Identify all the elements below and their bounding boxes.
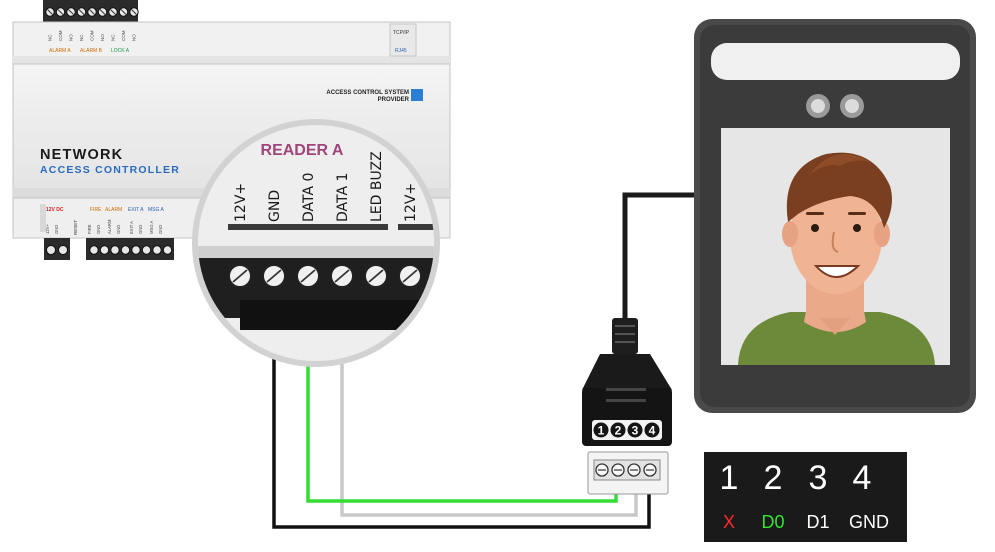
legend-number: 4 <box>853 459 872 497</box>
legend-label: D1 <box>806 512 829 532</box>
bottom-terminal-label: 12V+ <box>45 224 50 234</box>
top-terminal-label: COM <box>90 30 95 41</box>
reader-a-zoom: READER A 12V+ GND DATA 0 DATA 1 LED BUZZ 12V+ <box>192 119 440 367</box>
legend-label: GND <box>849 512 889 532</box>
bottom-terminal-label: GND <box>54 225 59 234</box>
reader-pin-label: GND <box>267 190 283 222</box>
connector-pin <box>644 422 660 438</box>
reader-top-bar <box>711 43 960 80</box>
alarm-b-label: ALARM B <box>80 48 103 54</box>
terminal-screw <box>99 245 110 255</box>
terminal-screw <box>162 245 173 255</box>
bottom-terminal-label: MSG A <box>149 221 154 234</box>
top-terminal-label: NC <box>79 34 84 41</box>
connector-pin-label: 1 <box>598 424 605 438</box>
legend-number: 2 <box>764 459 783 497</box>
bottom-terminal-label: FIRE <box>87 224 92 234</box>
bottom-terminal-label: ALARM <box>107 219 112 234</box>
top-terminal-label: NO <box>69 34 74 41</box>
terminal-screw <box>131 245 141 255</box>
terminal-screw <box>152 245 162 255</box>
legend-number: 3 <box>809 459 828 497</box>
provider-logo <box>411 89 423 101</box>
reader-pin-label: LED BUZZ <box>369 151 385 222</box>
top-terminal-label: COM <box>121 30 126 41</box>
connector-pin-label: 4 <box>649 424 656 438</box>
alarm-label: ALARM <box>105 207 122 213</box>
face-reader-device <box>694 19 976 413</box>
legend-label: D0 <box>761 512 784 532</box>
data1-wire <box>340 276 638 517</box>
top-terminal-label: NC <box>111 34 116 41</box>
gnd-wire <box>272 276 651 529</box>
person-avatar <box>738 152 935 365</box>
lock-a-label: LOCK A <box>111 48 130 54</box>
terminal-screw <box>141 245 152 255</box>
connector-pin <box>593 422 609 438</box>
terminal-screw <box>110 245 120 255</box>
connector-pin-label: 2 <box>615 424 622 438</box>
top-terminal-label: NO <box>100 34 105 41</box>
reset-label: RESET <box>73 220 78 235</box>
dc-label: 12V DC <box>46 207 64 213</box>
reader-pin-label: 12V+ <box>403 183 419 222</box>
rj45-label: RJ45 <box>395 48 407 54</box>
connector-pin-label: 3 <box>632 424 639 438</box>
bottom-terminal-label: GND <box>138 225 143 234</box>
fire-label: FIRE <box>90 207 102 213</box>
reader-pin-label: 12V+ <box>233 183 249 222</box>
reader-pin-label: DATA 1 <box>335 173 351 222</box>
bottom-terminal-label: GND <box>116 225 121 234</box>
top-terminal-label: COM <box>58 30 63 41</box>
legend-number: 1 <box>720 459 739 497</box>
connector-pin <box>610 422 626 438</box>
alarm-a-label: ALARM A <box>49 48 71 54</box>
bottom-terminal-block-power <box>44 238 70 260</box>
bottom-terminal-label: EXIT A <box>129 221 134 234</box>
top-terminal-label: NC <box>48 34 53 41</box>
camera-lens-icon <box>806 94 864 118</box>
bottom-terminal-label: GND <box>158 225 163 234</box>
controller-title: NETWORK <box>40 147 123 163</box>
reader-title: READER A <box>261 142 344 159</box>
top-terminal-label: NO <box>132 34 137 41</box>
msg-a-label: MSG A <box>148 207 165 213</box>
connector-pin <box>627 422 643 438</box>
legend-label: X <box>723 512 735 532</box>
bottom-terminal-block-io <box>86 238 174 260</box>
controller-subtitle: ACCESS CONTROLLER <box>40 164 180 176</box>
provider-line2: PROVIDER <box>378 97 410 103</box>
terminal-screw <box>120 245 131 255</box>
reader-pin-label: DATA 0 <box>301 173 317 222</box>
top-terminal-block <box>43 0 139 24</box>
terminal-screw <box>89 245 99 255</box>
bottom-terminal-label: GND <box>96 225 101 234</box>
tcpip-label: TCP/IP <box>393 30 410 36</box>
exit-a-label: EXIT A <box>128 207 144 213</box>
reader-cable <box>622 192 695 320</box>
provider-line1: ACCESS CONTROL SYSTEM <box>326 90 409 96</box>
